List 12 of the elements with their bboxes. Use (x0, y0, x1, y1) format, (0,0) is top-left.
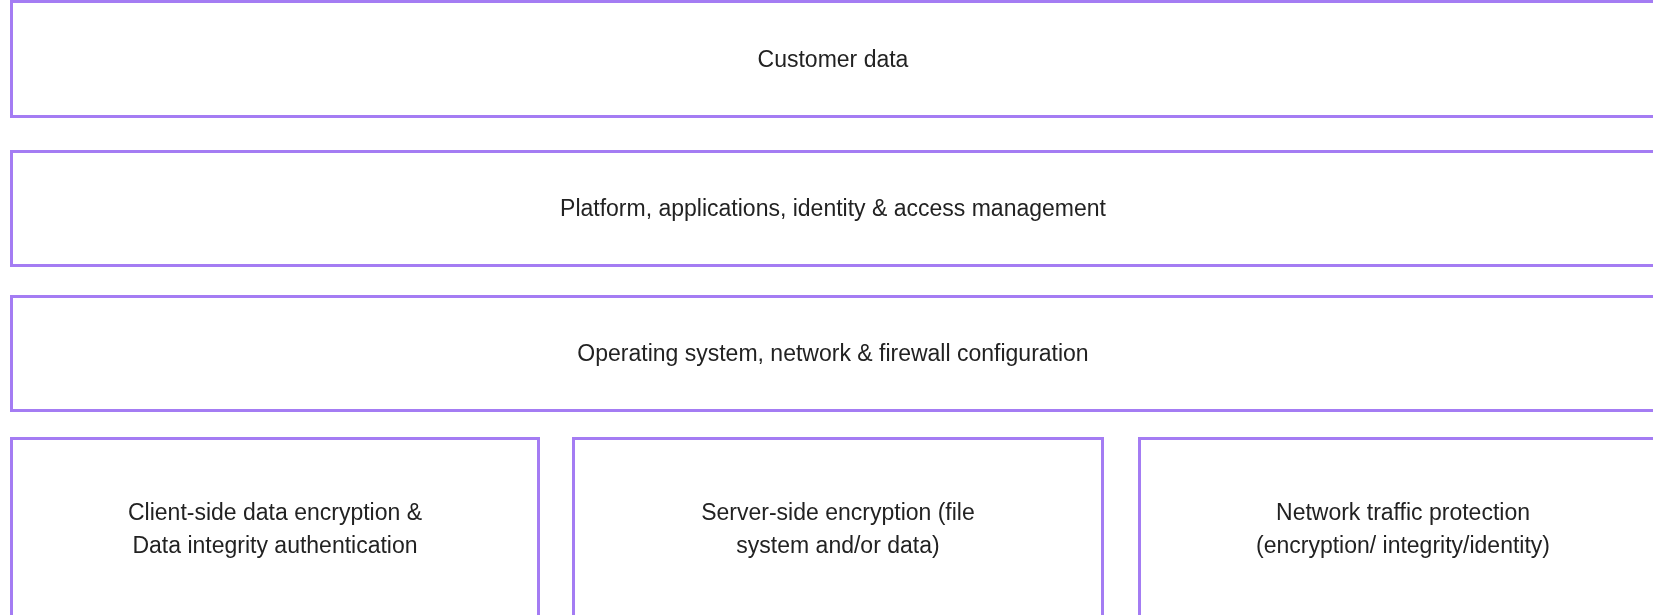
layer-box (10, 295, 1653, 412)
layer-box (10, 150, 1653, 267)
layer-box (1138, 437, 1653, 615)
box-label: Customer data (757, 44, 909, 74)
box-label: Server-side encryption (file system and/or data) (700, 498, 976, 560)
box-label: Network traffic protection (encryption/ integrity/identity) (1255, 498, 1551, 560)
box-label: Client-side data encryption & Data integrity authentication (126, 498, 424, 560)
box-label: Platform, applications, identity & access management (560, 194, 1106, 224)
layer-box (572, 437, 1104, 615)
box-label: Operating system, network & firewall configuration (577, 339, 1089, 369)
layer-box (10, 0, 1653, 118)
layer-box (10, 437, 540, 615)
